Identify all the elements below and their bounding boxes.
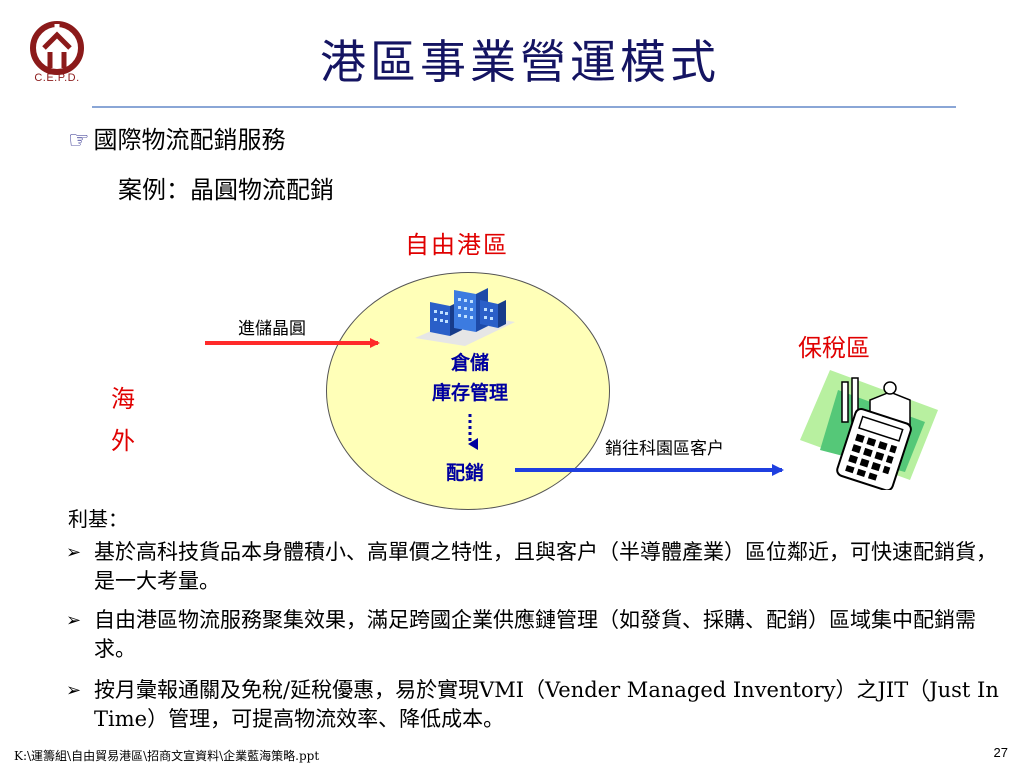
benefit-text: 基於高科技貨品本身體積小、高單價之特性，且與客户（半導體產業）區位鄰近，可快速配… (94, 540, 997, 593)
inbound-wafer-label: 進儲晶圓 (238, 319, 306, 339)
cepd-logo-icon (30, 21, 84, 75)
distribution-label: 配銷 (446, 462, 485, 484)
factory-calculator-icon (800, 370, 938, 490)
warehouse-building-icon (415, 288, 515, 346)
arrow-bullet-icon: ➢ (66, 542, 82, 563)
benefit-text: 自由港區物流服務聚集效果，滿足跨國企業供應鏈管理（如發貨、採購、配銷）區域集中配… (94, 608, 976, 661)
benefit-text: 按月彙報通關及免稅/延稅優惠，易於實現VMI（Vender Managed In… (94, 678, 999, 731)
outbound-customer-label: 銷往科園區客户 (605, 439, 724, 459)
case-subheading: 案例：晶圓物流配銷 (118, 176, 334, 204)
logo-text: C.E.P.D. (34, 72, 80, 84)
pointing-hand-icon: ☞ (68, 126, 90, 154)
heading-text: 國際物流配銷服務 (93, 126, 286, 154)
arrow-bullet-icon: ➢ (66, 610, 82, 631)
footer-file-path: K:\運籌組\自由貿易港區\招商文宣資料\企業藍海策略.ppt (14, 749, 320, 763)
storage-label-line1: 倉儲 (450, 352, 489, 374)
arrow-bullet-icon: ➢ (66, 680, 82, 701)
storage-label: 倉儲 庫存管理 (430, 348, 510, 408)
section-heading: ☞國際物流配銷服務 (68, 120, 286, 155)
overseas-label-line2: 外 (111, 427, 135, 455)
benefit-item: ➢ 按月彙報通關及免稅/延稅優惠，易於實現VMI（Vender Managed … (66, 676, 1006, 734)
storage-label-line2: 庫存管理 (431, 382, 508, 404)
bonded-zone-label: 保稅區 (798, 334, 870, 362)
overseas-label: 海 外 (108, 378, 138, 462)
slide-title: 港區事業營運模式 (320, 35, 720, 89)
benefit-item: ➢ 基於高科技貨品本身體積小、高單價之特性，且與客户（半導體產業）區位鄰近，可快… (66, 538, 1006, 596)
benefit-item: ➢ 自由港區物流服務聚集效果，滿足跨國企業供應鏈管理（如發貨、採購、配銷）區域集… (66, 606, 1006, 664)
free-trade-zone-label: 自由港區 (405, 231, 509, 259)
title-divider (92, 106, 956, 108)
overseas-label-line1: 海 (111, 385, 135, 413)
page-number: 27 (993, 745, 1008, 760)
benefits-title: 利基： (68, 507, 128, 531)
